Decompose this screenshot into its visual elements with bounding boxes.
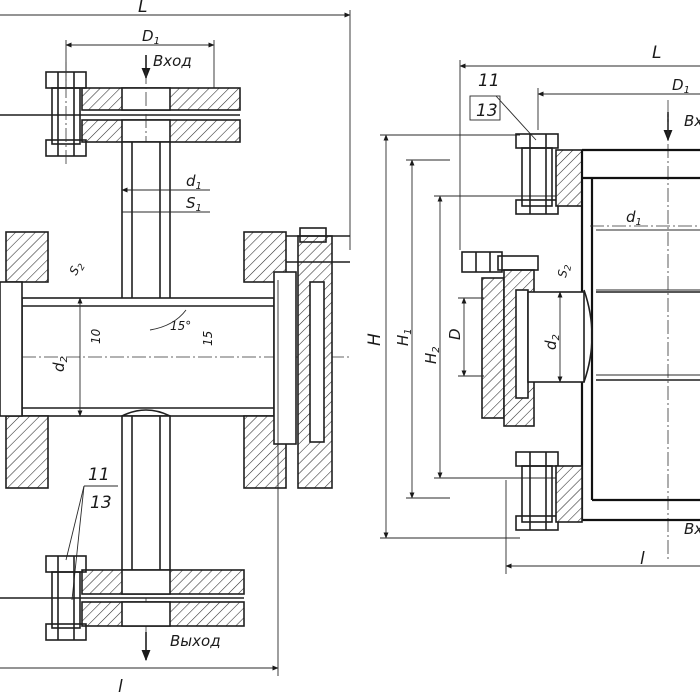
right-view: L D1 11 13 Bx H H1 <box>365 43 700 574</box>
right-callout: 11 13 <box>469 71 537 141</box>
right-dim-L-label: L <box>652 43 661 63</box>
right-vessel-body: d1 <box>580 148 700 522</box>
left-bottom-flange <box>0 569 245 627</box>
right-dim-D1-label: D1 <box>672 76 690 96</box>
right-dim-l: l <box>505 480 700 574</box>
right-dim-l-label: l <box>640 549 645 569</box>
left-dim-15-label: 15 <box>201 331 215 346</box>
right-bottom-bolt <box>515 451 583 531</box>
right-dim-D-label: D <box>446 328 464 340</box>
left-bottom-bolt <box>45 555 87 641</box>
left-top-flange <box>0 70 241 660</box>
right-nozzle-bolt <box>461 251 539 273</box>
right-dim-s2-label: S2 <box>555 263 574 279</box>
right-top-bolt <box>515 133 583 215</box>
left-dim-D1: D1 <box>65 27 215 88</box>
left-dim-s2-label: S2 <box>66 259 88 279</box>
left-dim-L-label: L <box>138 0 147 17</box>
left-dim-l-label: l <box>118 677 123 697</box>
left-dim-s1-label: S1 <box>186 194 202 214</box>
right-dim-d2-label: d2 <box>542 334 562 350</box>
right-callout-11: 11 <box>478 71 500 91</box>
right-dim-L: L <box>459 43 700 250</box>
left-upper-branch <box>121 141 171 332</box>
left-dim-D1-label: D1 <box>142 27 160 47</box>
right-dim-H1-label: H1 <box>394 328 414 346</box>
left-end-flange <box>0 231 49 489</box>
left-angle-15-label: 15° <box>170 319 191 333</box>
right-dim-d1-label: d1 <box>626 208 642 228</box>
left-dim-d1-s1: d1 S1 <box>121 172 210 214</box>
left-callout-13: 13 <box>90 493 112 513</box>
left-dim-d1-label: d1 <box>186 172 202 192</box>
left-dim-d2-label: d2 <box>50 356 70 372</box>
right-outlet-label: Bx <box>684 520 700 538</box>
right-inlet-label: Bx <box>684 112 700 130</box>
left-outlet-label: Выход <box>170 632 221 650</box>
left-top-bolt <box>45 62 87 165</box>
left-lower-branch <box>121 409 171 579</box>
right-dim-H1: H1 <box>394 159 450 499</box>
right-dim-H: H <box>365 134 520 539</box>
left-dim-10-label: 10 <box>89 328 103 344</box>
right-dim-H2-label: H2 <box>422 346 442 364</box>
left-callout-11: 11 <box>88 465 110 485</box>
left-dim-l: l <box>0 280 279 697</box>
right-dim-D1: D1 <box>537 76 700 130</box>
left-callout: 11 13 <box>65 465 118 601</box>
right-dim-H-label: H <box>365 333 385 346</box>
left-dim-L: L <box>0 0 351 250</box>
right-callout-13: 13 <box>476 101 498 121</box>
right-side-nozzle: d2 S2 D <box>446 263 700 427</box>
left-inlet-label: Вход <box>153 52 192 70</box>
right-end-flange <box>243 227 350 489</box>
left-view: L D1 Вход <box>0 0 351 697</box>
